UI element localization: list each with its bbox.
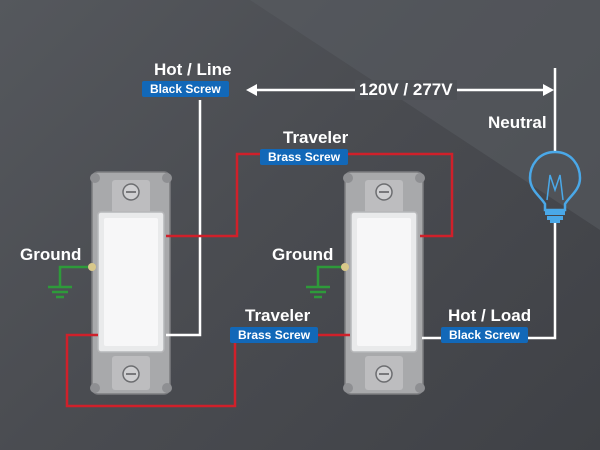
hot-line-title: Hot / Line xyxy=(154,60,232,79)
ground-left-label: Ground xyxy=(20,245,82,264)
ground-left-symbol-icon xyxy=(48,263,96,299)
background-shade xyxy=(250,0,600,230)
ground-right-label: Ground xyxy=(272,245,334,264)
left-switch-icon xyxy=(90,171,172,395)
traveler-bottom-title: Traveler xyxy=(245,306,311,325)
right-switch-icon xyxy=(343,171,425,395)
hot-line-screw-tag: Black Screw xyxy=(142,81,229,97)
neutral-label: Neutral xyxy=(488,113,547,132)
traveler-top-screw-tag: Brass Screw xyxy=(260,149,349,165)
voltage-arrow-right-head xyxy=(543,84,554,96)
hot-load-title: Hot / Load xyxy=(448,306,532,325)
traveler-bottom-screw-tag: Brass Screw xyxy=(230,327,319,343)
voltage-label: 120V / 277V xyxy=(355,80,457,100)
voltage-arrow-left-head xyxy=(246,84,257,96)
hot-line-wire xyxy=(166,100,202,337)
traveler-top-title: Traveler xyxy=(283,128,349,147)
ground-right-symbol-icon xyxy=(306,263,349,299)
light-bulb-icon xyxy=(528,150,582,223)
hot-load-screw-tag: Black Screw xyxy=(441,327,528,343)
